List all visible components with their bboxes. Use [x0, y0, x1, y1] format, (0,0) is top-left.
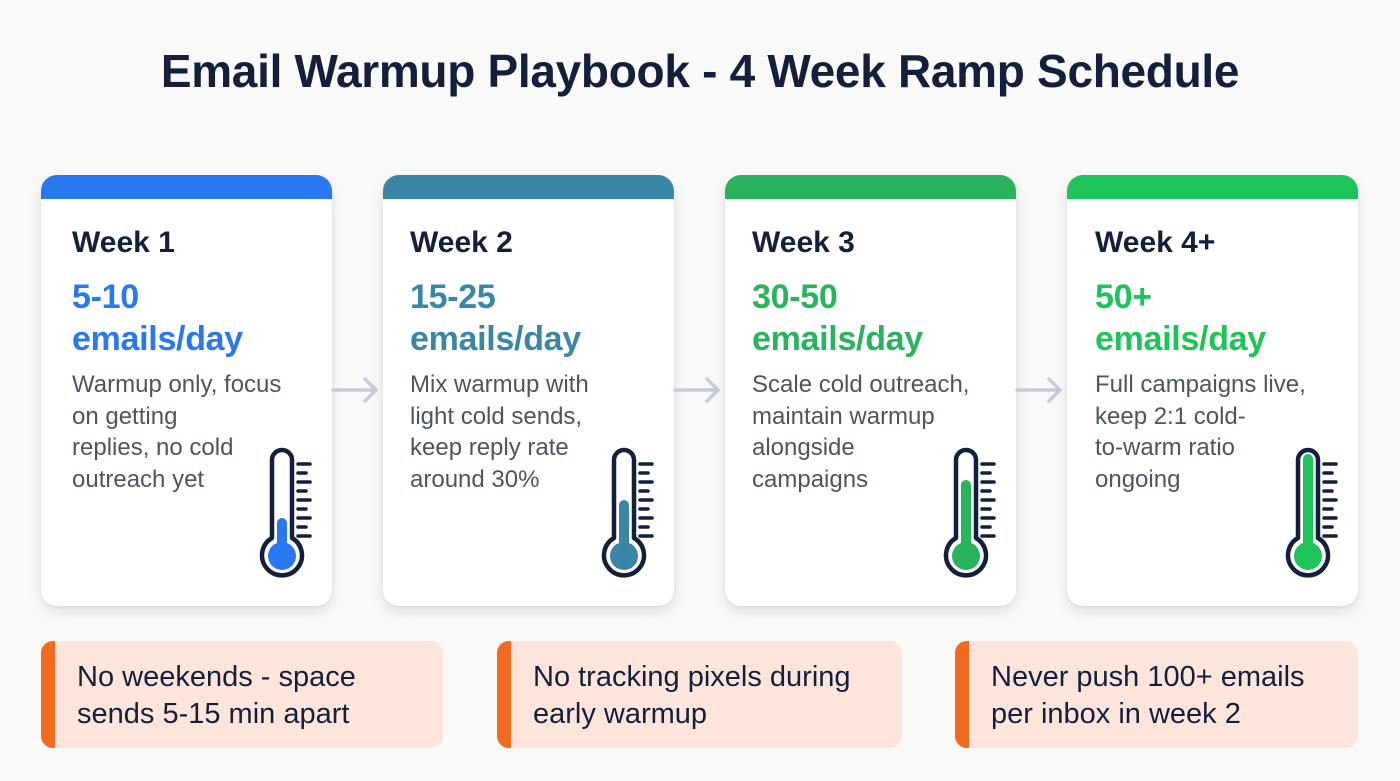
tip-callout-1: No weekends - space sends 5-15 min apart	[41, 641, 443, 748]
desc-line: Full campaigns live,	[1095, 371, 1306, 398]
range-value: 30-50	[752, 278, 838, 316]
desc-line: campaigns	[752, 465, 869, 493]
tip-line: No tracking pixels during	[533, 661, 851, 693]
thermometer-icon	[601, 447, 654, 578]
page-title: Email Warmup Playbook - 4 Week Ramp Sche…	[160, 45, 1240, 97]
desc-line: Mix warmup with	[410, 371, 589, 398]
week-label: Week 3	[752, 226, 855, 259]
week-card-1	[41, 175, 332, 606]
desc-line: to-warm ratio	[1095, 434, 1236, 461]
range-unit: emails/day	[752, 320, 923, 358]
arrow-right-icon	[1015, 377, 1062, 403]
desc-line: Warmup only, focus	[72, 371, 282, 398]
desc-line: ongoing	[1095, 465, 1181, 493]
week-label: Week 2	[410, 226, 513, 259]
range-unit: emails/day	[72, 320, 243, 358]
desc-line: light cold sends,	[410, 402, 583, 430]
week-label: Week 1	[72, 226, 175, 259]
desc-line: maintain warmup	[752, 402, 935, 430]
week-label: Week 4+	[1095, 226, 1216, 259]
week-description: Full campaigns live, keep 2:1 cold- to-w…	[1095, 369, 1306, 495]
card-header-bar	[725, 175, 1016, 199]
range-unit: emails/day	[410, 320, 581, 358]
tip-callout-2: No tracking pixels during early warmup	[497, 641, 902, 748]
card-header-bar	[1067, 175, 1358, 199]
emails-per-day-range: 50+ emails/day	[1095, 276, 1266, 360]
desc-line: Scale cold outreach,	[752, 371, 970, 398]
tip-line: sends 5-15 min apart	[77, 698, 350, 730]
emails-per-day-range: 30-50 emails/day	[752, 276, 923, 360]
tip-text: Never push 100+ emails per inbox in week…	[991, 659, 1305, 733]
desc-line: outreach yet	[72, 465, 205, 493]
desc-line: around 30%	[410, 465, 540, 493]
tip-callout-3: Never push 100+ emails per inbox in week…	[955, 641, 1358, 748]
desc-line: replies, no cold	[72, 434, 234, 461]
card-header-bar	[41, 175, 332, 199]
thermometer-icon	[943, 447, 996, 578]
week-description: Warmup only, focus on getting replies, n…	[72, 369, 281, 495]
range-value: 15-25	[410, 278, 496, 316]
tip-accent-bar	[41, 641, 55, 748]
arrow-right-icon	[331, 377, 378, 403]
range-value: 50+	[1095, 278, 1152, 316]
week-description: Scale cold outreach, maintain warmup alo…	[752, 369, 969, 495]
card-header-bar	[383, 175, 674, 199]
tip-text: No tracking pixels during early warmup	[533, 659, 851, 733]
tip-line: No weekends - space	[77, 661, 356, 693]
tip-accent-bar	[497, 641, 511, 748]
thermometer-icon	[1285, 447, 1338, 578]
week-description: Mix warmup with light cold sends, keep r…	[410, 369, 589, 495]
tip-text: No weekends - space sends 5-15 min apart	[77, 659, 356, 733]
arrow-right-icon	[673, 377, 720, 403]
emails-per-day-range: 5-10 emails/day	[72, 276, 243, 360]
desc-line: keep reply rate	[410, 434, 569, 461]
tip-line: per inbox in week 2	[991, 698, 1241, 730]
range-unit: emails/day	[1095, 320, 1266, 358]
tip-accent-bar	[955, 641, 969, 748]
tip-line: Never push 100+ emails	[991, 661, 1305, 693]
tip-line: early warmup	[533, 698, 708, 730]
thermometer-icon	[259, 447, 312, 578]
desc-line: alongside	[752, 434, 855, 461]
range-value: 5-10	[72, 278, 139, 316]
desc-line: keep 2:1 cold-	[1095, 402, 1246, 430]
emails-per-day-range: 15-25 emails/day	[410, 276, 581, 360]
desc-line: on getting	[72, 402, 178, 430]
